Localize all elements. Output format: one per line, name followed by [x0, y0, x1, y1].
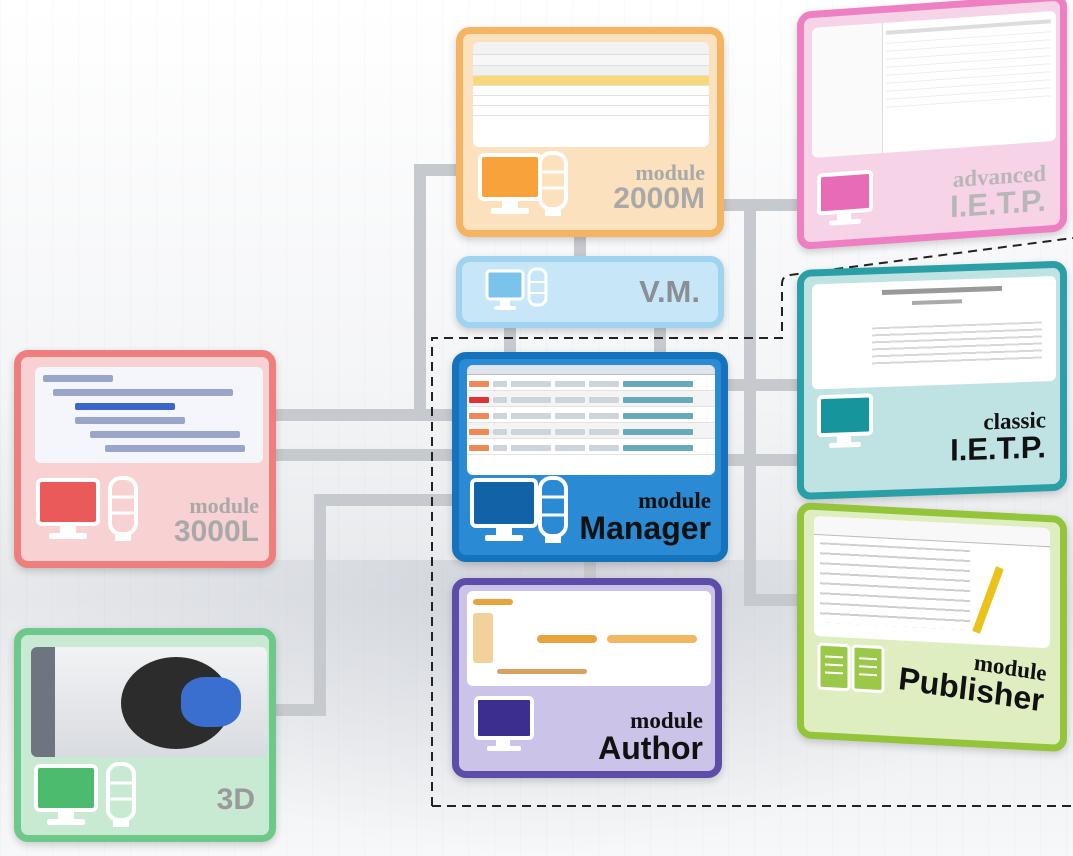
classic-ietp-label: classic I.E.T.P. [950, 407, 1046, 468]
module-author-big: Author [598, 730, 703, 766]
classic-ietp-card: classic I.E.T.P. [797, 260, 1067, 500]
tower-icon [538, 476, 568, 543]
module-author-screenshot [467, 591, 711, 686]
tower-icon [108, 476, 138, 541]
3d-screenshot [31, 647, 267, 757]
classic-ietp-big: I.E.T.P. [950, 429, 1046, 468]
monitor-icon [474, 696, 534, 751]
vm-card: V.M. [456, 256, 724, 328]
advanced-ietp-card: advanced I.E.T.P. [797, 0, 1067, 251]
vm-big: V.M. [639, 274, 700, 309]
3d-label: 3D [217, 785, 255, 815]
module-3000l-small: module [189, 493, 259, 518]
advanced-ietp-big: I.E.T.P. [950, 182, 1046, 225]
monitor-icon [817, 393, 873, 448]
module-manager-big: Manager [579, 510, 711, 546]
module-3000l-label: module 3000L [174, 495, 259, 547]
tower-icon [538, 151, 568, 216]
module-2000m-big: 2000M [613, 182, 705, 215]
dashed-boundary [431, 237, 1073, 806]
module-2000m-label: module 2000M [613, 162, 705, 214]
module-manager-card: module Manager [452, 352, 728, 562]
monitor-icon [34, 764, 98, 825]
module-manager-label: module Manager [579, 489, 711, 544]
module-author-small: module [630, 708, 703, 733]
module-publisher-screenshot [814, 515, 1050, 649]
vm-label: V.M. [639, 276, 700, 307]
monitor-icon [485, 269, 525, 310]
3d-big: 3D [216, 783, 255, 816]
module-2000m-card: module 2000M [456, 27, 724, 237]
module-3000l-big: 3000L [173, 515, 259, 548]
module-publisher-label: module Publisher [897, 639, 1048, 719]
monitor-icon [470, 478, 538, 541]
module-publisher-card: module Publisher [797, 502, 1067, 753]
module-2000m-small: module [635, 160, 705, 185]
advanced-ietp-screenshot [812, 10, 1056, 158]
3d-card: 3D [14, 628, 276, 842]
module-3000l-screenshot [35, 367, 263, 463]
advanced-ietp-label: advanced I.E.T.P. [950, 161, 1046, 225]
tower-icon [527, 267, 548, 307]
module-author-card: module Author [452, 578, 722, 778]
classic-ietp-screenshot [812, 275, 1056, 390]
monitor-icon [817, 170, 873, 226]
module-manager-screenshot [467, 365, 715, 475]
monitor-icon [478, 153, 542, 214]
module-author-label: module Author [598, 709, 703, 764]
module-2000m-screenshot [473, 42, 709, 147]
document-icon [817, 642, 885, 693]
tower-icon [106, 762, 136, 827]
monitor-icon [36, 478, 100, 539]
module-3000l-card: module 3000L [14, 350, 276, 568]
module-manager-small: module [638, 488, 711, 513]
